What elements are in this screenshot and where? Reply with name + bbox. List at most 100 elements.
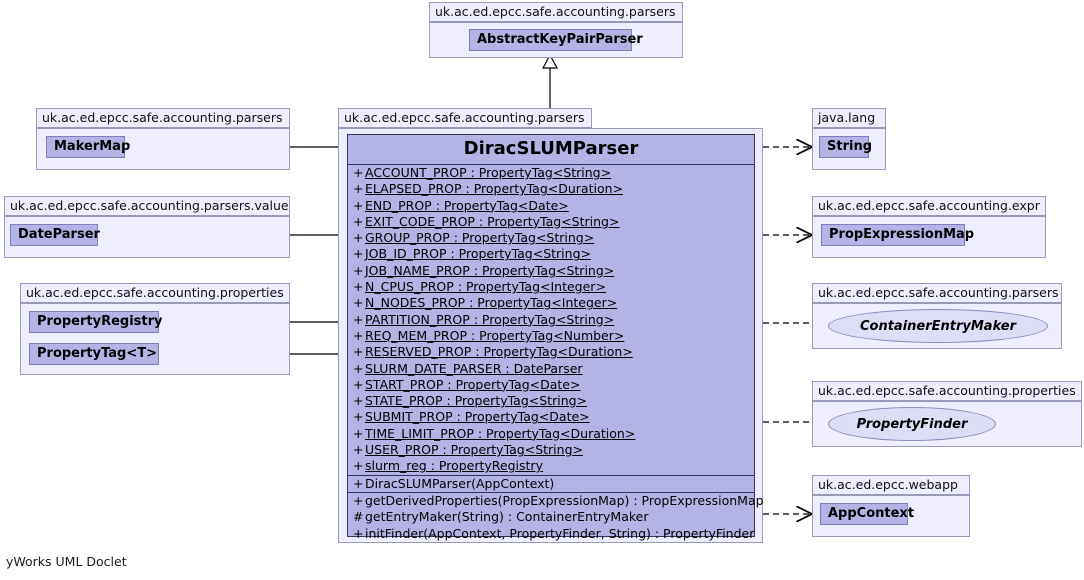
package-makermap: uk.ac.ed.epcc.safe.accounting.parsers Ma… (36, 108, 290, 170)
class-method-row: #getEntryMaker(String) : ContainerEntryM… (348, 509, 754, 525)
member-signature: DiracSLUMParser(AppContext) (365, 475, 555, 491)
member-signature: TIME_LIMIT_PROP : PropertyTag<Duration> (365, 425, 636, 441)
visibility-marker: + (353, 246, 364, 262)
class-field-row: +PARTITION_PROP : PropertyTag<String> (348, 312, 754, 328)
package-label: uk.ac.ed.epcc.safe.accounting.properties (20, 283, 290, 303)
class-node-propexpressionmap[interactable]: PropExpressionMap (821, 224, 974, 246)
visibility-marker: + (353, 181, 364, 197)
package-label: uk.ac.ed.epcc.safe.accounting.parsers (812, 283, 1062, 303)
class-node-propertytag[interactable]: PropertyTag<T> (29, 343, 159, 365)
class-field-row: +TIME_LIMIT_PROP : PropertyTag<Duration> (348, 426, 754, 442)
member-signature: EXIT_CODE_PROP : PropertyTag<String> (365, 213, 620, 229)
class-field-row: +slurm_reg : PropertyRegistry (348, 458, 754, 474)
package-label: uk.ac.ed.epcc.safe.accounting.parsers.va… (4, 196, 290, 216)
visibility-marker: + (353, 393, 364, 409)
class-node-dateparser[interactable]: DateParser (10, 224, 100, 246)
package-label: uk.ac.ed.epcc.safe.accounting.expr (812, 196, 1046, 216)
visibility-marker: + (353, 295, 364, 311)
visibility-marker: + (353, 360, 364, 376)
visibility-marker: + (353, 376, 364, 392)
visibility-marker: + (353, 409, 364, 425)
member-signature: slurm_reg : PropertyRegistry (365, 458, 543, 474)
visibility-marker: + (353, 458, 364, 474)
methods-compartment: +getDerivedProperties(PropExpressionMap)… (348, 492, 764, 542)
package-label: java.lang (812, 108, 886, 128)
interface-node-containerentrymaker[interactable]: ContainerEntryMaker (828, 309, 1048, 343)
visibility-marker: + (353, 213, 364, 229)
class-node-propertyregistry[interactable]: PropertyRegistry (29, 311, 163, 333)
member-signature: SLURM_DATE_PARSER : DateParser (365, 360, 583, 376)
class-node-diracslumparser[interactable]: DiracSLUMParser +ACCOUNT_PROP : Property… (347, 134, 764, 541)
class-field-row: +START_PROP : PropertyTag<Date> (348, 377, 754, 393)
fields-compartment: +ACCOUNT_PROP : PropertyTag<String>+ELAP… (348, 165, 754, 476)
member-signature: END_PROP : PropertyTag<Date> (365, 197, 569, 213)
package-propertyfinder: uk.ac.ed.epcc.safe.accounting.properties… (812, 381, 1082, 447)
class-node-appcontext[interactable]: AppContext (820, 503, 914, 525)
visibility-marker: + (353, 279, 364, 295)
member-signature: initFinder(AppContext, PropertyFinder, S… (365, 525, 755, 541)
visibility-marker: + (353, 262, 364, 278)
class-field-row: +REQ_MEM_PROP : PropertyTag<Number> (348, 328, 754, 344)
class-constructor-row: +DiracSLUMParser(AppContext) (348, 476, 754, 492)
visibility-marker: + (353, 327, 364, 343)
package-propexpressionmap: uk.ac.ed.epcc.safe.accounting.expr PropE… (812, 196, 1046, 258)
visibility-marker: + (353, 425, 364, 441)
class-field-row: +USER_PROP : PropertyTag<String> (348, 442, 754, 458)
visibility-marker: + (353, 525, 364, 541)
class-field-row: +RESERVED_PROP : PropertyTag<Duration> (348, 344, 754, 360)
member-signature: GROUP_PROP : PropertyTag<String> (365, 230, 595, 246)
class-field-row: +ACCOUNT_PROP : PropertyTag<String> (348, 165, 754, 181)
class-field-row: +EXIT_CODE_PROP : PropertyTag<String> (348, 214, 754, 230)
class-field-row: +GROUP_PROP : PropertyTag<String> (348, 230, 754, 246)
visibility-marker: + (353, 475, 364, 491)
member-signature: RESERVED_PROP : PropertyTag<Duration> (365, 344, 633, 360)
member-signature: STATE_PROP : PropertyTag<String> (365, 393, 588, 409)
visibility-marker: + (353, 230, 364, 246)
constructors-compartment: +DiracSLUMParser(AppContext) (348, 476, 754, 493)
member-signature: N_CPUS_PROP : PropertyTag<Integer> (365, 279, 606, 295)
package-label: uk.ac.ed.epcc.safe.accounting.parsers (429, 2, 683, 22)
package-label: uk.ac.ed.epcc.webapp (812, 475, 970, 495)
visibility-marker: # (353, 509, 364, 525)
member-signature: getEntryMaker(String) : ContainerEntryMa… (365, 509, 649, 525)
package-containerentrymaker: uk.ac.ed.epcc.safe.accounting.parsers Co… (812, 283, 1062, 349)
package-appcontext: uk.ac.ed.epcc.webapp AppContext (812, 475, 970, 537)
class-node-makermap[interactable]: MakerMap (46, 136, 130, 158)
class-field-row: +N_NODES_PROP : PropertyTag<Integer> (348, 295, 754, 311)
class-field-row: +END_PROP : PropertyTag<Date> (348, 198, 754, 214)
member-signature: N_NODES_PROP : PropertyTag<Integer> (365, 295, 618, 311)
visibility-marker: + (353, 492, 364, 508)
member-signature: ELAPSED_PROP : PropertyTag<Duration> (365, 181, 623, 197)
package-properties-left: uk.ac.ed.epcc.safe.accounting.properties… (20, 283, 290, 375)
member-signature: JOB_NAME_PROP : PropertyTag<String> (365, 262, 615, 278)
member-signature: SUBMIT_PROP : PropertyTag<Date> (365, 409, 590, 425)
package-dateparser: uk.ac.ed.epcc.safe.accounting.parsers.va… (4, 196, 290, 258)
class-method-row: +initFinder(AppContext, PropertyFinder, … (348, 526, 754, 542)
member-signature: START_PROP : PropertyTag<Date> (365, 376, 581, 392)
class-field-row: +N_CPUS_PROP : PropertyTag<Integer> (348, 279, 754, 295)
member-signature: REQ_MEM_PROP : PropertyTag<Number> (365, 327, 625, 343)
interface-node-propertyfinder[interactable]: PropertyFinder (828, 407, 996, 441)
diagram-footer: yWorks UML Doclet (6, 554, 127, 569)
member-signature: PARTITION_PROP : PropertyTag<String> (365, 311, 615, 327)
class-method-row: +getDerivedProperties(PropExpressionMap)… (348, 492, 764, 509)
class-node-string[interactable]: String (819, 136, 872, 158)
class-field-row: +SLURM_DATE_PARSER : DateParser (348, 361, 754, 377)
visibility-marker: + (353, 442, 364, 458)
package-abstractkeypairparser: uk.ac.ed.epcc.safe.accounting.parsers Ab… (429, 2, 683, 58)
visibility-marker: + (353, 197, 364, 213)
member-signature: JOB_ID_PROP : PropertyTag<String> (365, 246, 591, 262)
visibility-marker: + (353, 165, 364, 180)
visibility-marker: + (353, 344, 364, 360)
class-field-row: +JOB_ID_PROP : PropertyTag<String> (348, 246, 754, 262)
visibility-marker: + (353, 311, 364, 327)
member-signature: ACCOUNT_PROP : PropertyTag<String> (365, 165, 612, 180)
member-signature: USER_PROP : PropertyTag<String> (365, 442, 583, 458)
class-node-abstractkeypairparser[interactable]: AbstractKeyPairParser (469, 29, 643, 51)
class-field-row: +JOB_NAME_PROP : PropertyTag<String> (348, 263, 754, 279)
class-title: DiracSLUMParser (348, 135, 754, 165)
package-string: java.lang String (812, 108, 886, 170)
class-field-row: +STATE_PROP : PropertyTag<String> (348, 393, 754, 409)
package-label: uk.ac.ed.epcc.safe.accounting.properties (812, 381, 1082, 401)
